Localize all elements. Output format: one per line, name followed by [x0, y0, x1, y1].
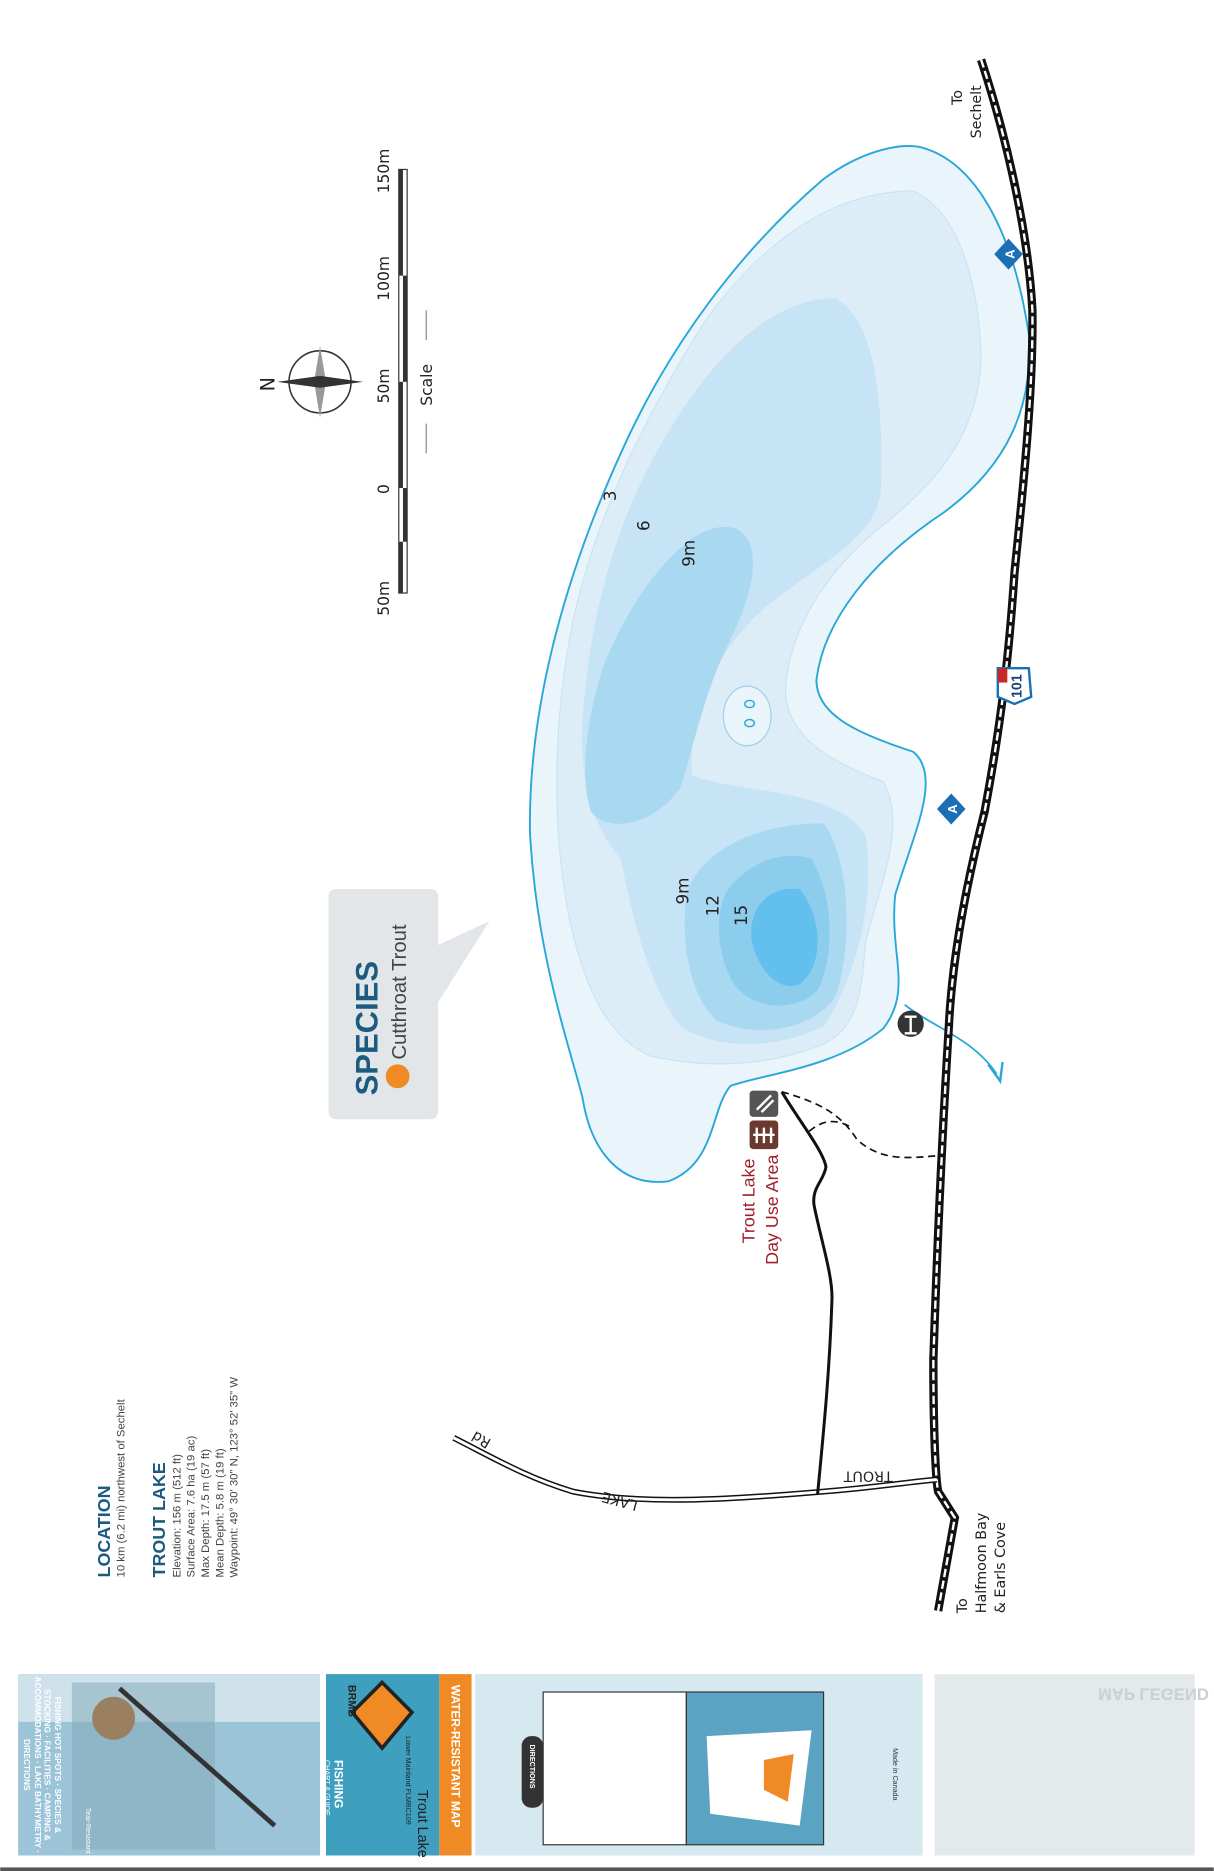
depth-label: 6 — [633, 520, 653, 531]
road-label: TROUT — [843, 1467, 893, 1483]
fish-icon — [385, 1064, 410, 1089]
cover-tagline: FISHING HOT SPOTS · SPECIES & STOCKING ·… — [22, 1676, 62, 1854]
destination-label: To — [955, 1598, 971, 1614]
svg-text:Tear-Resistant: Tear-Resistant — [84, 1808, 92, 1854]
access-marker[interactable]: A — [994, 238, 1023, 270]
destination-label: & Earls Cove — [993, 1522, 1009, 1614]
islet — [744, 718, 756, 728]
destination-label: Sechelt — [969, 85, 985, 139]
depth-label: 9m — [673, 878, 693, 905]
svg-text:A: A — [1002, 249, 1017, 259]
highway-101 — [929, 58, 1037, 1612]
svg-text:FISHING: FISHING — [331, 1760, 345, 1808]
svg-text:101: 101 — [1010, 674, 1026, 698]
contour-9m-north — [585, 526, 754, 824]
svg-text:Elevation: 156 m (512 ft): Elevation: 156 m (512 ft) — [171, 1454, 183, 1578]
contour-15m — [751, 888, 818, 987]
boat-launch-icon[interactable] — [749, 1090, 779, 1117]
lake-info: LOCATION 10 km (6.2 mi) northwest of Sec… — [94, 1377, 241, 1578]
svg-text:BRMB: BRMB — [346, 1685, 358, 1717]
road-label: LAKE — [600, 1488, 639, 1513]
svg-text:Lower Mainland FLMBC109: Lower Mainland FLMBC109 — [404, 1736, 412, 1825]
island — [722, 685, 772, 747]
destination-label: To — [950, 90, 966, 106]
svg-text:Trout Lake: Trout Lake — [414, 1790, 430, 1858]
cover-strip: FISHING HOT SPOTS · SPECIES & STOCKING ·… — [18, 1674, 1209, 1858]
scale-tick-label: 50m — [375, 581, 393, 616]
trail — [781, 1091, 946, 1159]
svg-text:Mean Depth: 5.8 m (19 ft): Mean Depth: 5.8 m (19 ft) — [214, 1448, 226, 1577]
scale-tick-label: 100m — [375, 256, 393, 301]
picnic-table-icon[interactable] — [749, 1120, 779, 1150]
destination-label: Halfmoon Bay — [974, 1512, 990, 1613]
legend-panel — [934, 1674, 1195, 1856]
svg-text:Surface Area: 7.6 ha (19 ac): Surface Area: 7.6 ha (19 ac) — [186, 1436, 198, 1578]
lake-title: TROUT LAKE — [149, 1462, 169, 1577]
svg-text:Waypoint: 49° 30' 30" N, 123°: Waypoint: 49° 30' 30" N, 123° 52' 35" W — [229, 1377, 241, 1578]
depth-label: 12 — [703, 895, 723, 916]
svg-text:A: A — [945, 804, 960, 814]
highway-shield: 101 — [996, 667, 1033, 706]
species-title: SPECIES — [349, 961, 384, 1095]
fishing-rod — [117, 1686, 277, 1828]
species-callout: SPECIES Cutthroat Trout — [328, 888, 490, 1120]
svg-text:Made in Canada: Made in Canada — [891, 1748, 899, 1800]
location-text: 10 km (6.2 mi) northwest of Sechelt — [115, 1398, 127, 1577]
dock-icon[interactable] — [897, 1010, 924, 1037]
compass-rose-icon — [277, 346, 363, 418]
svg-text:WATER-RESISTANT MAP: WATER-RESISTANT MAP — [448, 1685, 462, 1828]
svg-text:Max Depth: 17.5 m (57 ft): Max Depth: 17.5 m (57 ft) — [200, 1449, 212, 1578]
access-a-icon — [994, 238, 1023, 270]
outflow-arrow-icon — [987, 1061, 1004, 1085]
scale-title: Scale — [418, 364, 436, 406]
svg-text:DIRECTIONS: DIRECTIONS — [528, 1745, 536, 1789]
depth-label: 15 — [731, 905, 751, 926]
scale-tick-label: 50m — [375, 368, 393, 403]
species-name: Cutthroat Trout — [389, 924, 411, 1060]
scale-tick-label: 150m — [375, 149, 393, 194]
access-marker[interactable]: A — [936, 793, 966, 825]
svg-text:MAP LEGEND: MAP LEGEND — [1098, 1684, 1209, 1703]
scale-bar — [398, 168, 408, 594]
north-label: N — [257, 377, 280, 391]
trout-lake-bathymetry — [528, 145, 1031, 1183]
day-use-area-label: Trout Lake — [738, 1159, 758, 1244]
svg-text:CHART & GUIDE: CHART & GUIDE — [323, 1760, 331, 1816]
depth-label: 3 — [600, 491, 620, 502]
access-road — [780, 1091, 834, 1495]
islet — [744, 699, 756, 709]
access-a-icon — [936, 793, 966, 825]
day-use-area-label: Day Use Area — [762, 1154, 782, 1264]
trout-lake-road — [452, 1435, 938, 1503]
depth-label: 9m — [679, 540, 699, 567]
scale-tick-label: 0 — [375, 484, 393, 494]
trail — [808, 1120, 851, 1132]
location-title: LOCATION — [94, 1485, 114, 1577]
